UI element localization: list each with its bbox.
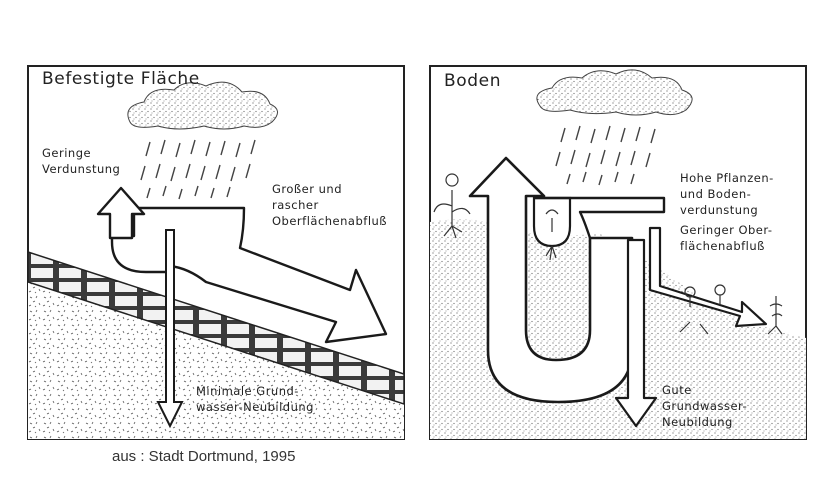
source-caption: aus : Stadt Dortmund, 1995 bbox=[112, 448, 296, 465]
label-good-recharge: Gute Grundwasser- Neubildung bbox=[662, 383, 751, 429]
recharge-arrow-down bbox=[156, 229, 184, 429]
evaporation-arrow-up bbox=[96, 186, 146, 240]
sealed-ground-fill bbox=[28, 282, 404, 439]
runoff-arrow bbox=[110, 206, 388, 344]
right-panel: Boden Hohe Pflanzen- und Boden- verdunst… bbox=[429, 65, 807, 440]
left-panel: Befestigte Fläche Geringe Verdunstung Gr… bbox=[27, 65, 405, 440]
plant-icon bbox=[433, 173, 783, 335]
label-minimal-recharge: Minimale Grund- wasser-Neubildung bbox=[196, 384, 314, 414]
label-high-evaporation: Hohe Pflanzen- und Boden- verdunstung bbox=[680, 171, 778, 217]
label-low-evaporation: Geringe Verdunstung bbox=[42, 146, 120, 176]
right-panel-title: Boden bbox=[444, 71, 501, 91]
paving-stones bbox=[28, 251, 404, 405]
rain-icon bbox=[555, 125, 656, 186]
left-panel-title: Befestigte Fläche bbox=[42, 69, 200, 89]
rain-cloud-icon bbox=[536, 69, 693, 116]
label-high-runoff: Großer und rascher Oberflächenabfluß bbox=[272, 182, 387, 228]
label-low-runoff: Geringer Ober- flächenabfluß bbox=[680, 223, 777, 253]
inflow-channel bbox=[534, 196, 666, 239]
runoff-arrow bbox=[648, 226, 768, 328]
rain-icon bbox=[140, 139, 256, 200]
rain-cloud-icon bbox=[127, 81, 278, 130]
recharge-arrow-down bbox=[614, 238, 658, 428]
